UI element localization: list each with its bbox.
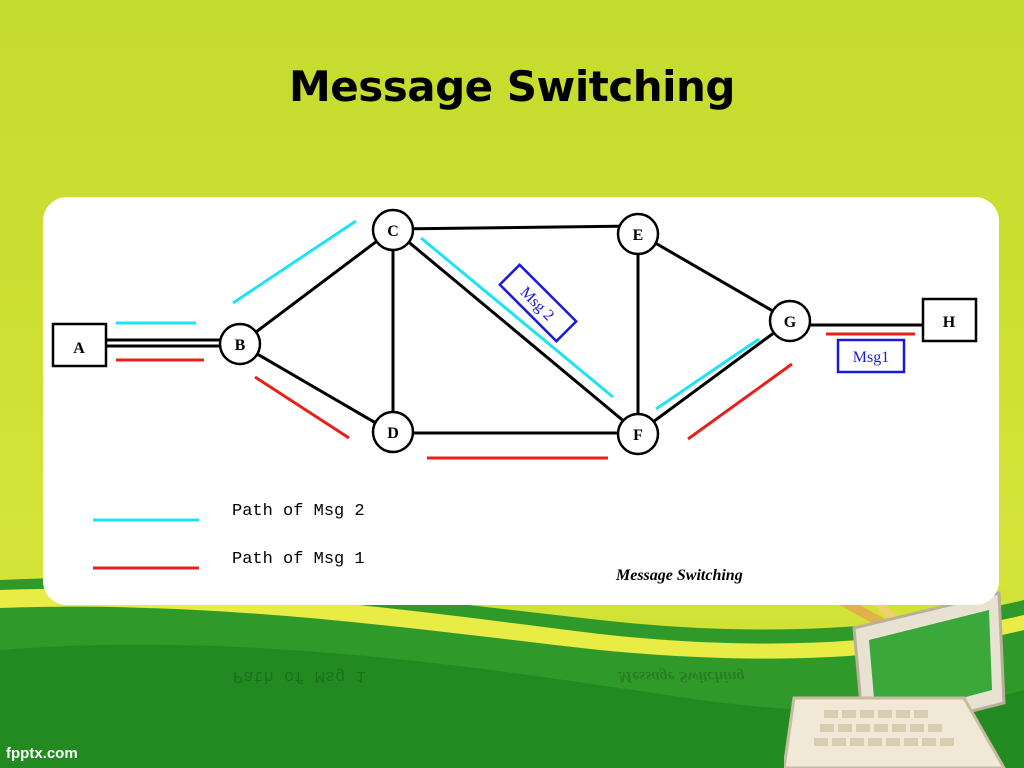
msg2-path — [116, 219, 760, 411]
node-label-b: B — [235, 337, 246, 354]
legend-msg2-label: Path of Msg 2 — [232, 502, 365, 521]
footer-brand: fpptx.com — [6, 745, 78, 762]
background-swoosh — [0, 578, 1024, 768]
node-d — [371, 410, 415, 454]
node-c — [371, 208, 415, 252]
msg2-box: Msg 2 — [498, 263, 578, 343]
diagram-card: A B C D E F G H Msg 2 Msg1 Path of Msg 2… — [43, 197, 999, 605]
network-links — [106, 224, 923, 435]
msg1-path — [116, 332, 915, 460]
legend-msg1-label: Path of Msg 1 — [232, 550, 365, 569]
node-label-e: E — [633, 227, 644, 244]
host-a — [51, 322, 108, 368]
node-g — [768, 299, 812, 343]
laptop-illustration — [784, 588, 1006, 768]
msg1-box — [836, 338, 906, 374]
network-diagram: A B C D E F G H Msg 2 Msg1 Path of Msg 2… — [51, 208, 978, 584]
node-label-a: A — [73, 340, 85, 357]
node-label-g: G — [784, 314, 797, 331]
diagram-caption: Message Switching — [615, 567, 743, 584]
slide-title: Message Switching — [289, 62, 735, 111]
node-e — [616, 212, 660, 256]
host-h — [921, 297, 978, 343]
node-label-d: D — [387, 425, 399, 442]
msg1-label: Msg1 — [853, 349, 889, 366]
node-b — [218, 322, 262, 366]
node-label-f: F — [633, 427, 643, 444]
node-label-c: C — [387, 223, 399, 240]
switch-nodes — [218, 208, 812, 456]
node-label-h: H — [943, 314, 956, 331]
node-f — [616, 412, 660, 456]
